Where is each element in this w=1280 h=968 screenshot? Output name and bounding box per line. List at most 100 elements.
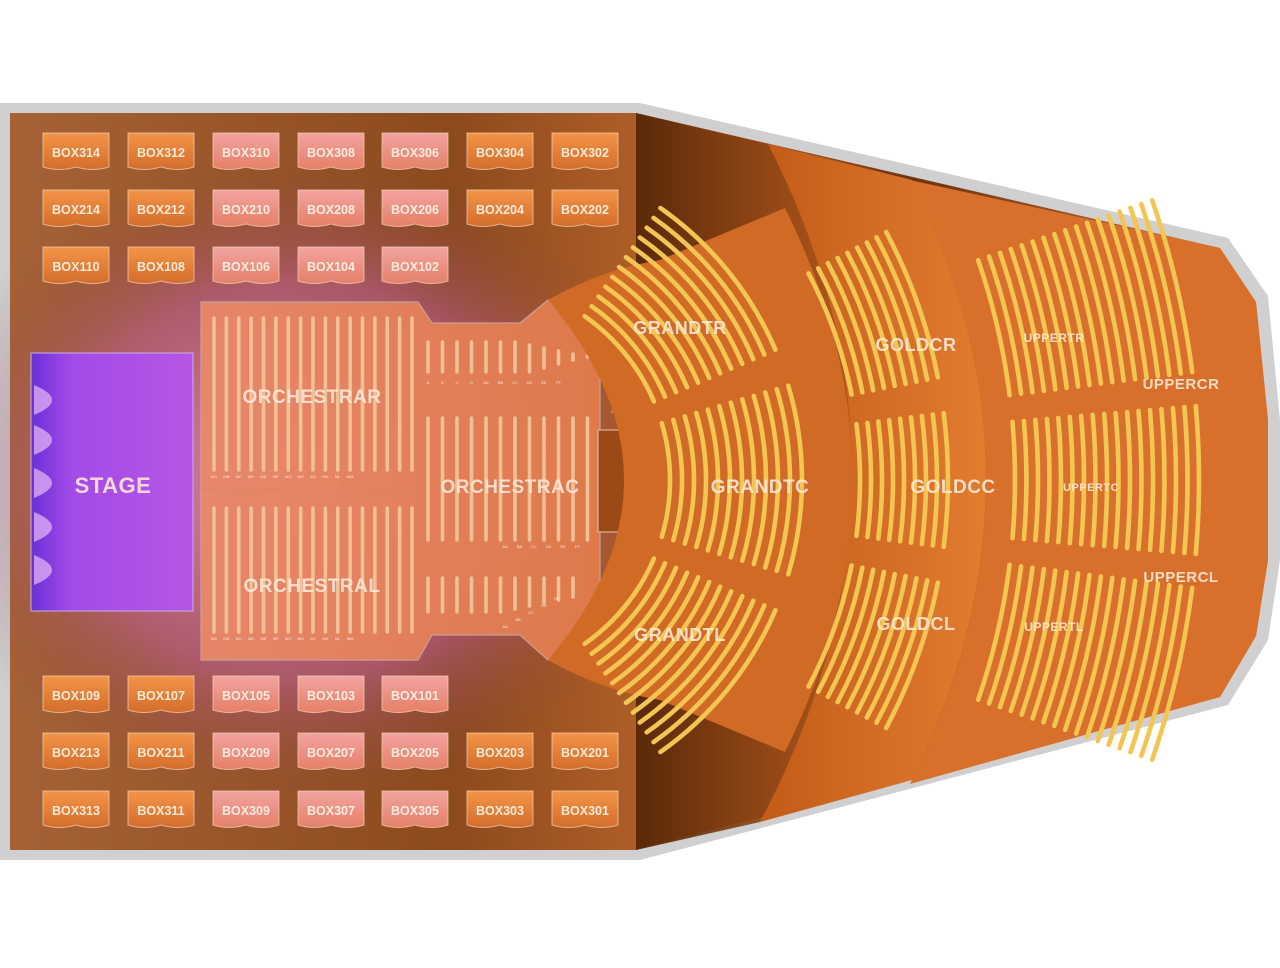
seat-row[interactable] bbox=[1139, 584, 1184, 759]
section-upper-tr[interactable]: UPPERTR bbox=[1024, 331, 1085, 345]
seat-row[interactable] bbox=[865, 420, 874, 540]
box-box214[interactable]: BOX214 bbox=[42, 189, 110, 227]
section-upper-tc[interactable]: UPPERTC bbox=[1063, 482, 1119, 494]
seat-row[interactable] bbox=[694, 410, 709, 550]
seat-row[interactable] bbox=[623, 254, 723, 376]
box-box306[interactable]: BOX306 bbox=[381, 132, 449, 170]
seat-row[interactable] bbox=[658, 205, 778, 352]
box-box308[interactable]: BOX308 bbox=[297, 132, 365, 170]
seat-row[interactable] bbox=[705, 407, 721, 553]
section-orchestra-l[interactable]: ORCHESTRAL bbox=[244, 576, 381, 597]
seat-row[interactable] bbox=[637, 235, 745, 367]
seat-row[interactable] bbox=[1101, 411, 1110, 549]
seat-row[interactable] bbox=[874, 235, 930, 382]
seat-row[interactable] bbox=[596, 565, 679, 666]
seat-row[interactable] bbox=[1128, 205, 1172, 378]
seat-row[interactable] bbox=[986, 564, 1024, 706]
seat-row[interactable] bbox=[854, 245, 908, 387]
box-box304[interactable]: BOX304 bbox=[466, 132, 534, 170]
box-box108[interactable]: BOX108 bbox=[127, 246, 195, 284]
section-gold-cc[interactable]: GOLDCC bbox=[910, 477, 995, 498]
seat-row[interactable] bbox=[1019, 568, 1058, 717]
seat-row[interactable] bbox=[763, 390, 781, 570]
seat-row[interactable] bbox=[751, 393, 769, 567]
seat-row[interactable] bbox=[975, 562, 1012, 703]
seat-row[interactable] bbox=[582, 556, 657, 647]
section-upper-cl[interactable]: UPPERCL bbox=[1143, 569, 1218, 586]
seat-row[interactable] bbox=[854, 421, 863, 539]
seat-row[interactable] bbox=[815, 565, 865, 694]
box-box110[interactable]: BOX110 bbox=[42, 246, 110, 284]
seat-row[interactable] bbox=[1117, 209, 1161, 379]
seat-row[interactable] bbox=[1056, 415, 1064, 545]
seat-row[interactable] bbox=[919, 413, 929, 547]
seat-row[interactable] bbox=[682, 414, 697, 546]
box-box106[interactable]: BOX106 bbox=[212, 246, 280, 284]
seat-row[interactable] bbox=[1095, 216, 1138, 382]
box-box302[interactable]: BOX302 bbox=[551, 132, 619, 170]
seat-row[interactable] bbox=[835, 569, 887, 705]
seat-row[interactable] bbox=[876, 419, 885, 541]
box-box204[interactable]: BOX204 bbox=[466, 189, 534, 227]
box-box314[interactable]: BOX314 bbox=[42, 132, 110, 170]
seat-row[interactable] bbox=[1041, 235, 1081, 389]
seat-row[interactable] bbox=[616, 579, 712, 696]
box-box213[interactable]: BOX213 bbox=[42, 732, 110, 770]
box-box211[interactable]: BOX211 bbox=[127, 732, 195, 770]
seat-row[interactable] bbox=[845, 571, 898, 710]
seat-row[interactable] bbox=[651, 215, 767, 357]
box-box307[interactable]: BOX307 bbox=[297, 790, 365, 828]
seat-row[interactable] bbox=[1128, 582, 1172, 755]
section-upper-cr[interactable]: UPPERCR bbox=[1143, 376, 1220, 393]
seat-row[interactable] bbox=[659, 420, 673, 540]
box-box109[interactable]: BOX109 bbox=[42, 675, 110, 713]
seat-row[interactable] bbox=[1030, 239, 1069, 391]
seat-row[interactable] bbox=[1008, 246, 1047, 394]
seat-row[interactable] bbox=[1052, 231, 1092, 388]
seat-row[interactable] bbox=[930, 412, 940, 548]
seat-row[interactable] bbox=[582, 313, 657, 404]
seat-row[interactable] bbox=[1073, 575, 1115, 736]
seat-row[interactable] bbox=[1084, 220, 1126, 383]
box-box208[interactable]: BOX208 bbox=[297, 189, 365, 227]
section-grand-tr[interactable]: GRANDTR bbox=[633, 318, 727, 338]
seat-row[interactable] bbox=[825, 260, 876, 393]
seat-row[interactable] bbox=[845, 250, 898, 389]
seat-row[interactable] bbox=[1044, 416, 1052, 544]
box-box312[interactable]: BOX312 bbox=[127, 132, 195, 170]
seat-row[interactable] bbox=[908, 415, 918, 545]
seat-row[interactable] bbox=[1095, 578, 1138, 744]
section-grand-tl[interactable]: GRANDTL bbox=[634, 625, 726, 645]
seat-row[interactable] bbox=[609, 575, 701, 686]
seat-row[interactable] bbox=[1149, 198, 1195, 375]
box-box305[interactable]: BOX305 bbox=[381, 790, 449, 828]
seat-row[interactable] bbox=[1078, 413, 1087, 547]
seat-row[interactable] bbox=[603, 570, 690, 676]
seat-row[interactable] bbox=[864, 240, 919, 384]
box-box311[interactable]: BOX311 bbox=[127, 790, 195, 828]
seat-row[interactable] bbox=[883, 229, 941, 380]
seat-row[interactable] bbox=[1147, 407, 1156, 553]
box-box303[interactable]: BOX303 bbox=[466, 790, 534, 828]
seat-row[interactable] bbox=[1062, 228, 1104, 386]
box-box301[interactable]: BOX301 bbox=[551, 790, 619, 828]
seat-row[interactable] bbox=[1062, 574, 1104, 732]
seat-row[interactable] bbox=[616, 264, 712, 381]
seat-row[interactable] bbox=[603, 284, 690, 390]
box-box212[interactable]: BOX212 bbox=[127, 189, 195, 227]
seat-row[interactable] bbox=[806, 271, 854, 397]
box-box210[interactable]: BOX210 bbox=[212, 189, 280, 227]
seat-row[interactable] bbox=[609, 274, 701, 385]
seat-row[interactable] bbox=[717, 403, 733, 557]
seat-row[interactable] bbox=[864, 576, 919, 720]
seat-row[interactable] bbox=[1193, 403, 1202, 557]
seat-row[interactable] bbox=[589, 560, 668, 656]
seat-row[interactable] bbox=[941, 410, 951, 550]
seat-row[interactable] bbox=[1113, 410, 1121, 550]
box-box105[interactable]: BOX105 bbox=[212, 675, 280, 713]
seat-row[interactable] bbox=[815, 266, 865, 395]
seat-row[interactable] bbox=[596, 294, 679, 395]
seat-row[interactable] bbox=[835, 255, 887, 391]
box-box102[interactable]: BOX102 bbox=[381, 246, 449, 284]
section-orchestra-r[interactable]: ORCHESTRAR bbox=[242, 387, 381, 408]
